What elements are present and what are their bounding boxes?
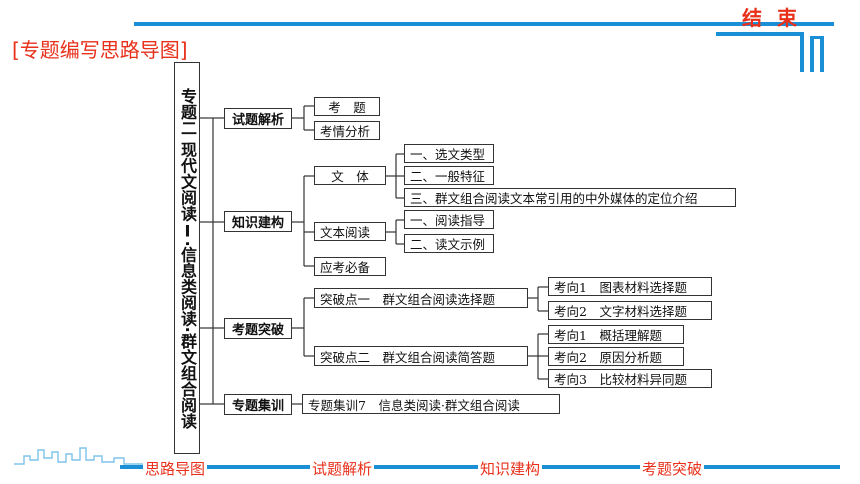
- node-考题突破[interactable]: 考题突破: [224, 318, 292, 339]
- node-知识建构[interactable]: 知识建构: [224, 211, 292, 232]
- node-专题集训[interactable]: 专题集训: [224, 394, 292, 415]
- node-考题: 考 题: [314, 97, 380, 116]
- skyline-decoration-icon: [14, 447, 144, 465]
- diagram-root: 专题二 现代文阅读Ⅰ·信息类阅读·群文组合阅读: [174, 62, 200, 454]
- node-考情分析: 考情分析: [314, 121, 380, 140]
- leaf-阅读指导: 一、阅读指导: [404, 210, 494, 229]
- node-专题集训7: 专题集训7 信息类阅读·群文组合阅读: [302, 394, 560, 414]
- root-label: 专题二 现代文阅读Ⅰ·信息类阅读·群文组合阅读: [178, 87, 197, 429]
- node-试题解析[interactable]: 试题解析: [224, 108, 292, 129]
- leaf-文字材料选择题: 考向2 文字材料选择题: [548, 301, 712, 320]
- nav-试题解析[interactable]: 试题解析: [310, 458, 375, 479]
- node-文体: 文 体: [314, 166, 386, 185]
- header-rule: [134, 22, 834, 26]
- node-应考必备: 应考必备: [314, 257, 386, 276]
- node-突破点一: 突破点一 群文组合阅读选择题: [314, 288, 528, 308]
- leaf-图表材料选择题: 考向1 图表材料选择题: [548, 277, 712, 296]
- node-突破点二: 突破点二 群文组合阅读简答题: [314, 346, 528, 366]
- nav-知识建构[interactable]: 知识建构: [478, 458, 543, 479]
- page-title: [专题编写思路导图]: [12, 38, 188, 62]
- leaf-读文示例: 二、读文示例: [404, 234, 494, 253]
- leaf-概括理解题: 考向1 概括理解题: [548, 325, 684, 344]
- leaf-媒体定位介绍: 三、群文组合阅读文本常引用的中外媒体的定位介绍: [404, 188, 736, 207]
- leaf-选文类型: 一、选文类型: [404, 144, 494, 163]
- leaf-比较材料异同题: 考向3 比较材料异同题: [548, 369, 712, 388]
- leaf-原因分析题: 考向2 原因分析题: [548, 347, 684, 366]
- leaf-一般特征: 二、一般特征: [404, 166, 494, 185]
- node-文本阅读: 文本阅读: [314, 222, 386, 241]
- nav-考题突破[interactable]: 考题突破: [640, 458, 705, 479]
- corner-logo-icon: [716, 32, 824, 72]
- end-button[interactable]: 结 束: [742, 6, 801, 30]
- nav-思路导图[interactable]: 思路导图: [143, 458, 208, 479]
